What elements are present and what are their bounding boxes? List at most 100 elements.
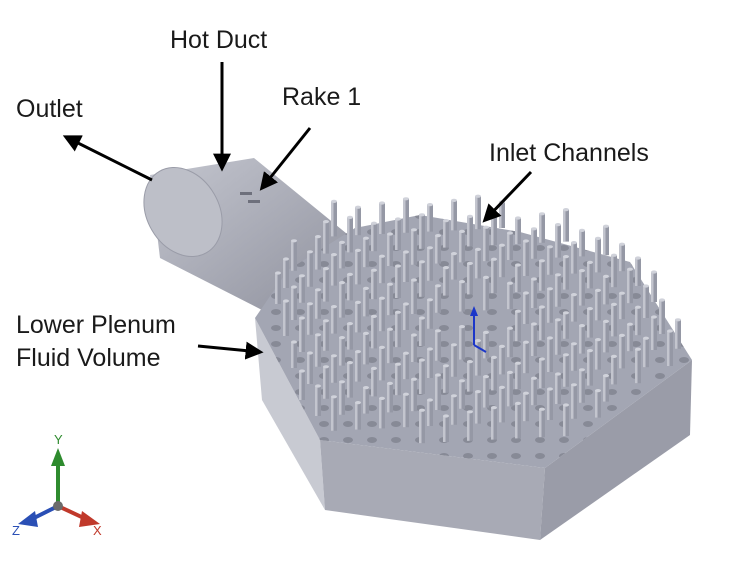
inlet-channel-pin (579, 228, 585, 257)
inlet-channel-pin (443, 219, 449, 248)
inlet-channel-pin (475, 194, 481, 230)
inlet-channel-pin (355, 248, 361, 285)
inlet-channel-pin (291, 239, 297, 271)
inlet-channel-pin (603, 374, 609, 402)
inlet-channel-pin (427, 398, 433, 426)
inlet-channel-pin (459, 379, 465, 409)
inlet-channel-pin (339, 380, 345, 415)
inlet-channel-pin (515, 263, 521, 292)
triad-x-label: X (93, 523, 102, 538)
inlet-channel-pin (291, 285, 297, 320)
inlet-channel-pin (635, 347, 641, 384)
inlet-channel-pin (363, 286, 369, 317)
inlet-channel-pin (635, 305, 641, 336)
inlet-channel-pin (467, 214, 473, 247)
inlet-channel-pin (627, 267, 633, 304)
inlet-channel-pin (419, 358, 425, 394)
lower-plenum-label-line2: Fluid Volume (16, 344, 161, 372)
inlet-channel-pin (539, 212, 545, 243)
axis-triad: Y X Z (12, 432, 102, 538)
inlet-channel-pin (427, 203, 433, 232)
inlet-channel-pin (323, 365, 329, 399)
inlet-channel-pin (539, 259, 545, 291)
inlet-channel-pin (603, 319, 609, 353)
inlet-channel-pin (427, 298, 433, 329)
inlet-channel-pin (363, 236, 369, 268)
inlet-channel-pin (443, 266, 449, 296)
inlet-channel-pin (635, 256, 641, 286)
inlet-channel-pin (411, 228, 417, 265)
inlet-channel-pin (379, 345, 385, 381)
inlet-channel-pin (595, 236, 601, 273)
inlet-channel-pin (435, 234, 441, 264)
inlet-channel-pin (459, 325, 465, 360)
inlet-channel-pin (419, 316, 425, 346)
inlet-channel-pin (379, 201, 385, 234)
inlet-channel-pin (547, 336, 553, 372)
inlet-channel-pin (283, 299, 289, 336)
inlet-channel-pin (419, 213, 425, 249)
inlet-channel-pin (499, 385, 505, 423)
inlet-channel-pin (387, 232, 393, 266)
inlet-channel-pin (395, 362, 401, 396)
inlet-channel-pin (451, 343, 457, 377)
inlet-channel-pin (419, 260, 425, 297)
inlet-channel-pin (467, 261, 473, 295)
inlet-channel-pin (563, 255, 569, 290)
center-origin-marker (470, 306, 487, 353)
inlet-channel-pin (483, 330, 489, 359)
inlet-channel-pin (403, 392, 409, 428)
inlet-channel-pin (363, 386, 369, 414)
inlet-channel-pin (403, 351, 409, 380)
inlet-channel-pin (411, 377, 417, 412)
inlet-channel-pin (467, 410, 473, 441)
inlet-channels-arrow (482, 170, 533, 223)
inlet-channel-pin (491, 406, 497, 440)
inlet-channel-pin (283, 257, 289, 288)
inlet-channel-pin (299, 274, 305, 303)
inlet-channel-pin (483, 375, 489, 408)
inlet-channel-pin (315, 235, 321, 270)
hot-duct-label: Hot Duct (170, 26, 268, 54)
inlet-channel-pin (515, 309, 521, 342)
inlet-channel-pin (331, 199, 337, 237)
inlet-channel-pin (307, 250, 313, 287)
rake-arrow (259, 127, 312, 191)
lower-plenum-label-line1: Lower Plenum (16, 311, 176, 339)
inlet-channel-pin (435, 284, 441, 313)
inlet-channel-pin (651, 270, 657, 302)
inlet-channel-pin (571, 241, 577, 274)
inlet-channel-pin (411, 333, 417, 362)
inlet-channel-pin (539, 407, 545, 438)
inlet-channel-pin (571, 342, 577, 371)
inlet-channel-pin (307, 302, 313, 335)
inlet-channel-pin (619, 242, 625, 272)
inlet-channel-pin (275, 271, 281, 304)
lower-plenum-arrow (197, 341, 264, 360)
inlet-channel-pin (611, 302, 617, 337)
inlet-channel-pin (659, 298, 665, 334)
inlet-channel-pin (435, 329, 441, 361)
inlet-channel-pin (387, 327, 393, 364)
inlet-channel-pin (443, 364, 449, 393)
inlet-channel-pin (531, 322, 537, 356)
inlet-channel-pin (331, 395, 337, 431)
inlet-channel-pin (515, 401, 521, 439)
inlet-channel-pin (395, 217, 401, 250)
inlet-channel-pin (363, 331, 369, 365)
inlet-channel-pin (491, 210, 497, 246)
inlet-channel-pin (323, 220, 329, 254)
inlet-channel-pin (355, 401, 361, 430)
inlet-channel-pin (563, 353, 569, 387)
inlet-channel-pin (323, 267, 329, 302)
inlet-channel-pin (395, 264, 401, 298)
inlet-channel-pin (483, 275, 489, 311)
outlet-arrow (62, 135, 153, 182)
rake-label: Rake 1 (282, 83, 362, 111)
inlet-channel-pin (347, 215, 353, 253)
inlet-channel-pin (547, 245, 553, 275)
inlet-channel-pin (307, 351, 313, 384)
inlet-channel-pin (515, 361, 521, 390)
inlet-channel-pin (451, 394, 457, 425)
